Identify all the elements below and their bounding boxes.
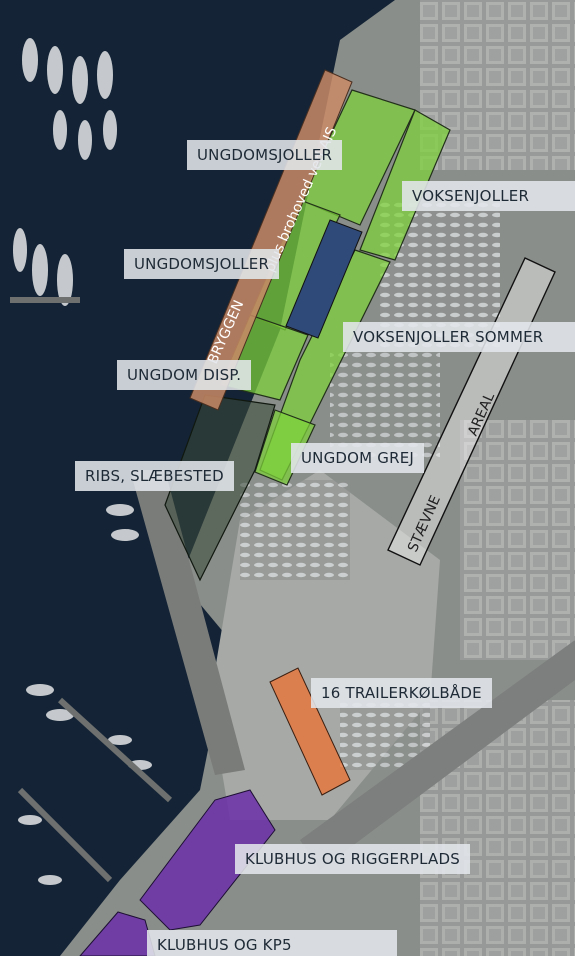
label-ungdom-grej: UNGDOM GREJ: [291, 443, 425, 473]
building-blue: [285, 219, 363, 339]
label-klubhus-kp5: KLUBHUS OG KP5: [147, 930, 397, 956]
label-ribs-slaebested: RIBS, SLÆBESTED: [75, 461, 234, 491]
label-voksenjoller: VOKSENJOLLER: [402, 181, 575, 211]
zone-klubhus-kp5: [79, 911, 156, 956]
label-klubhus-riggerplads: KLUBHUS OG RIGGERPLADS: [235, 844, 470, 874]
label-ungdom-disp: UNGDOM DISP.: [117, 360, 252, 390]
zone-trailerkolbade: [269, 667, 351, 796]
label-ungdomsjoller-top: UNGDOMSJOLLER: [187, 140, 343, 170]
label-voksenjoller-sommer: VOKSENJOLLER SOMMER: [343, 322, 575, 352]
zone-ungdom-grej: [254, 409, 316, 486]
label-trailerkolbade: 16 TRAILERKØLBÅDE: [311, 678, 492, 708]
label-ungdomsjoller-mid: UNGDOMSJOLLER: [124, 249, 280, 279]
